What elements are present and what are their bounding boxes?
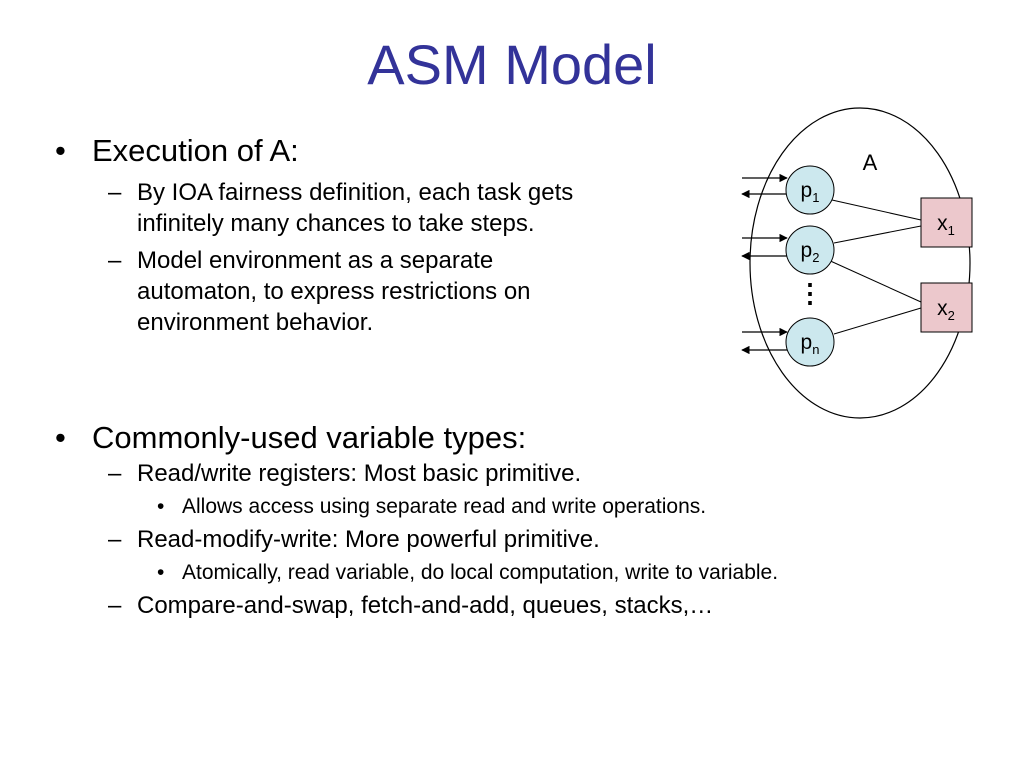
process-p2: p2 [785,225,835,275]
svg-text:x1: x1 [937,212,955,238]
variable-x1: x1 [920,197,973,248]
process-p1: p1 [785,165,835,215]
svg-text:p2: p2 [801,239,820,265]
bullet-marker: • [55,133,66,168]
sub-sub-item: Allows access using separate read and wr… [182,495,707,518]
sub-item-line: Compare-and-swap, fetch-and-add, queues,… [137,592,714,619]
connection-line [833,307,922,335]
dash-marker: – [108,526,122,553]
variable-x2: x2 [920,282,973,333]
sub-item-line: Read/write registers: Most basic primiti… [137,460,582,487]
process-pn: pn [785,317,835,367]
sub-item-line: infinitely many chances to take steps. [137,210,535,237]
sub-item-line: By IOA fairness definition, each task ge… [137,179,574,206]
sub-sub-item: Atomically, read variable, do local comp… [182,561,779,584]
dash-marker: – [108,247,122,274]
connection-line [833,225,922,244]
automaton-boundary [749,107,971,419]
sub-item-line: automaton, to express restrictions on [137,278,531,305]
bullet-marker: • [55,420,66,455]
slide-title: ASM Model [367,33,657,96]
bullet-marker: • [157,495,165,518]
automaton-label: A [863,150,878,175]
section-heading-variable-types: Commonly-used variable types: [92,420,527,455]
dash-marker: – [108,592,122,619]
svg-text:x2: x2 [937,297,955,323]
bullet-marker: • [157,561,165,584]
connection-line [825,258,922,303]
process-ellipsis: ⋮ [797,278,823,308]
sub-item-line: Read-modify-write: More powerful primiti… [137,526,600,553]
svg-text:p1: p1 [801,179,820,205]
dash-marker: – [108,179,122,206]
section-heading-execution: Execution of A: [92,133,299,168]
connection-line [831,199,922,221]
dash-marker: – [108,460,122,487]
svg-text:pn: pn [801,331,820,357]
sub-item-line: Model environment as a separate [137,247,494,274]
sub-item-line: environment behavior. [137,309,374,336]
